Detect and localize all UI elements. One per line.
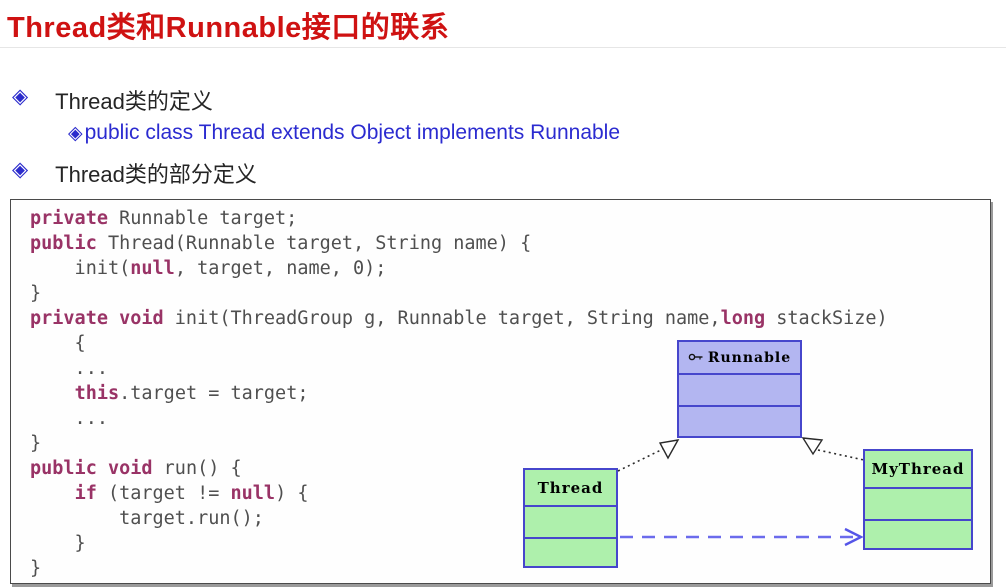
bullet-thread-partial-definition: ◈ Thread类的部分定义	[12, 157, 257, 189]
uml-interface-runnable: Runnable	[677, 340, 802, 438]
uml-fields-compartment	[525, 505, 616, 537]
title-divider	[0, 47, 1006, 48]
uml-methods-compartment	[679, 405, 800, 436]
uml-methods-compartment	[525, 537, 616, 566]
code-line: ...	[30, 358, 108, 379]
uml-methods-compartment	[865, 519, 971, 548]
uml-title-bar: Thread	[525, 470, 616, 505]
code-box: private Runnable target; public Thread(Ru…	[10, 199, 991, 584]
code-line: }	[30, 558, 42, 579]
code-line: init(null, target, name, 0);	[30, 258, 387, 279]
uml-class-name: Thread	[537, 478, 604, 497]
code-line: ...	[30, 408, 108, 429]
uml-title-bar: MyThread	[865, 451, 971, 487]
diamond-bullet-icon: ◈	[68, 123, 83, 144]
uml-class-name: MyThread	[871, 460, 965, 478]
uml-fields-compartment	[865, 487, 971, 519]
code-line: }	[30, 283, 42, 304]
diamond-bullet-icon: ◈	[12, 158, 29, 181]
bullet-thread-declaration: ◈ public class Thread extends Object imp…	[68, 121, 620, 145]
code-line: }	[30, 433, 42, 454]
uml-fields-compartment	[679, 373, 800, 405]
code-line: {	[30, 333, 86, 354]
code-line: private Runnable target;	[30, 208, 298, 229]
code-line: public void run() {	[30, 458, 242, 479]
code-listing: private Runnable target; public Thread(Ru…	[30, 206, 888, 581]
uml-title-bar: Runnable	[679, 342, 800, 373]
bullet-thread-definition: ◈ Thread类的定义	[12, 84, 213, 116]
code-line: this.target = target;	[74, 383, 309, 404]
interface-key-icon	[688, 350, 704, 366]
bullet-label: Thread类的定义	[55, 89, 213, 114]
code-line: }	[30, 533, 86, 554]
bullet-label: Thread类的部分定义	[55, 162, 257, 187]
diamond-bullet-icon: ◈	[12, 85, 29, 108]
code-line: if (target != null) {	[74, 483, 309, 504]
uml-class-mythread: MyThread	[863, 449, 973, 550]
bullet-label: public class Thread extends Object imple…	[84, 121, 621, 144]
code-line: public Thread(Runnable target, String na…	[30, 233, 532, 254]
uml-class-name: Runnable	[707, 349, 792, 366]
page-title: Thread类和Runnable接口的联系	[7, 12, 450, 44]
uml-class-thread: Thread	[523, 468, 618, 568]
code-line: private void init(ThreadGroup g, Runnabl…	[30, 308, 888, 329]
code-line: target.run();	[30, 508, 264, 529]
